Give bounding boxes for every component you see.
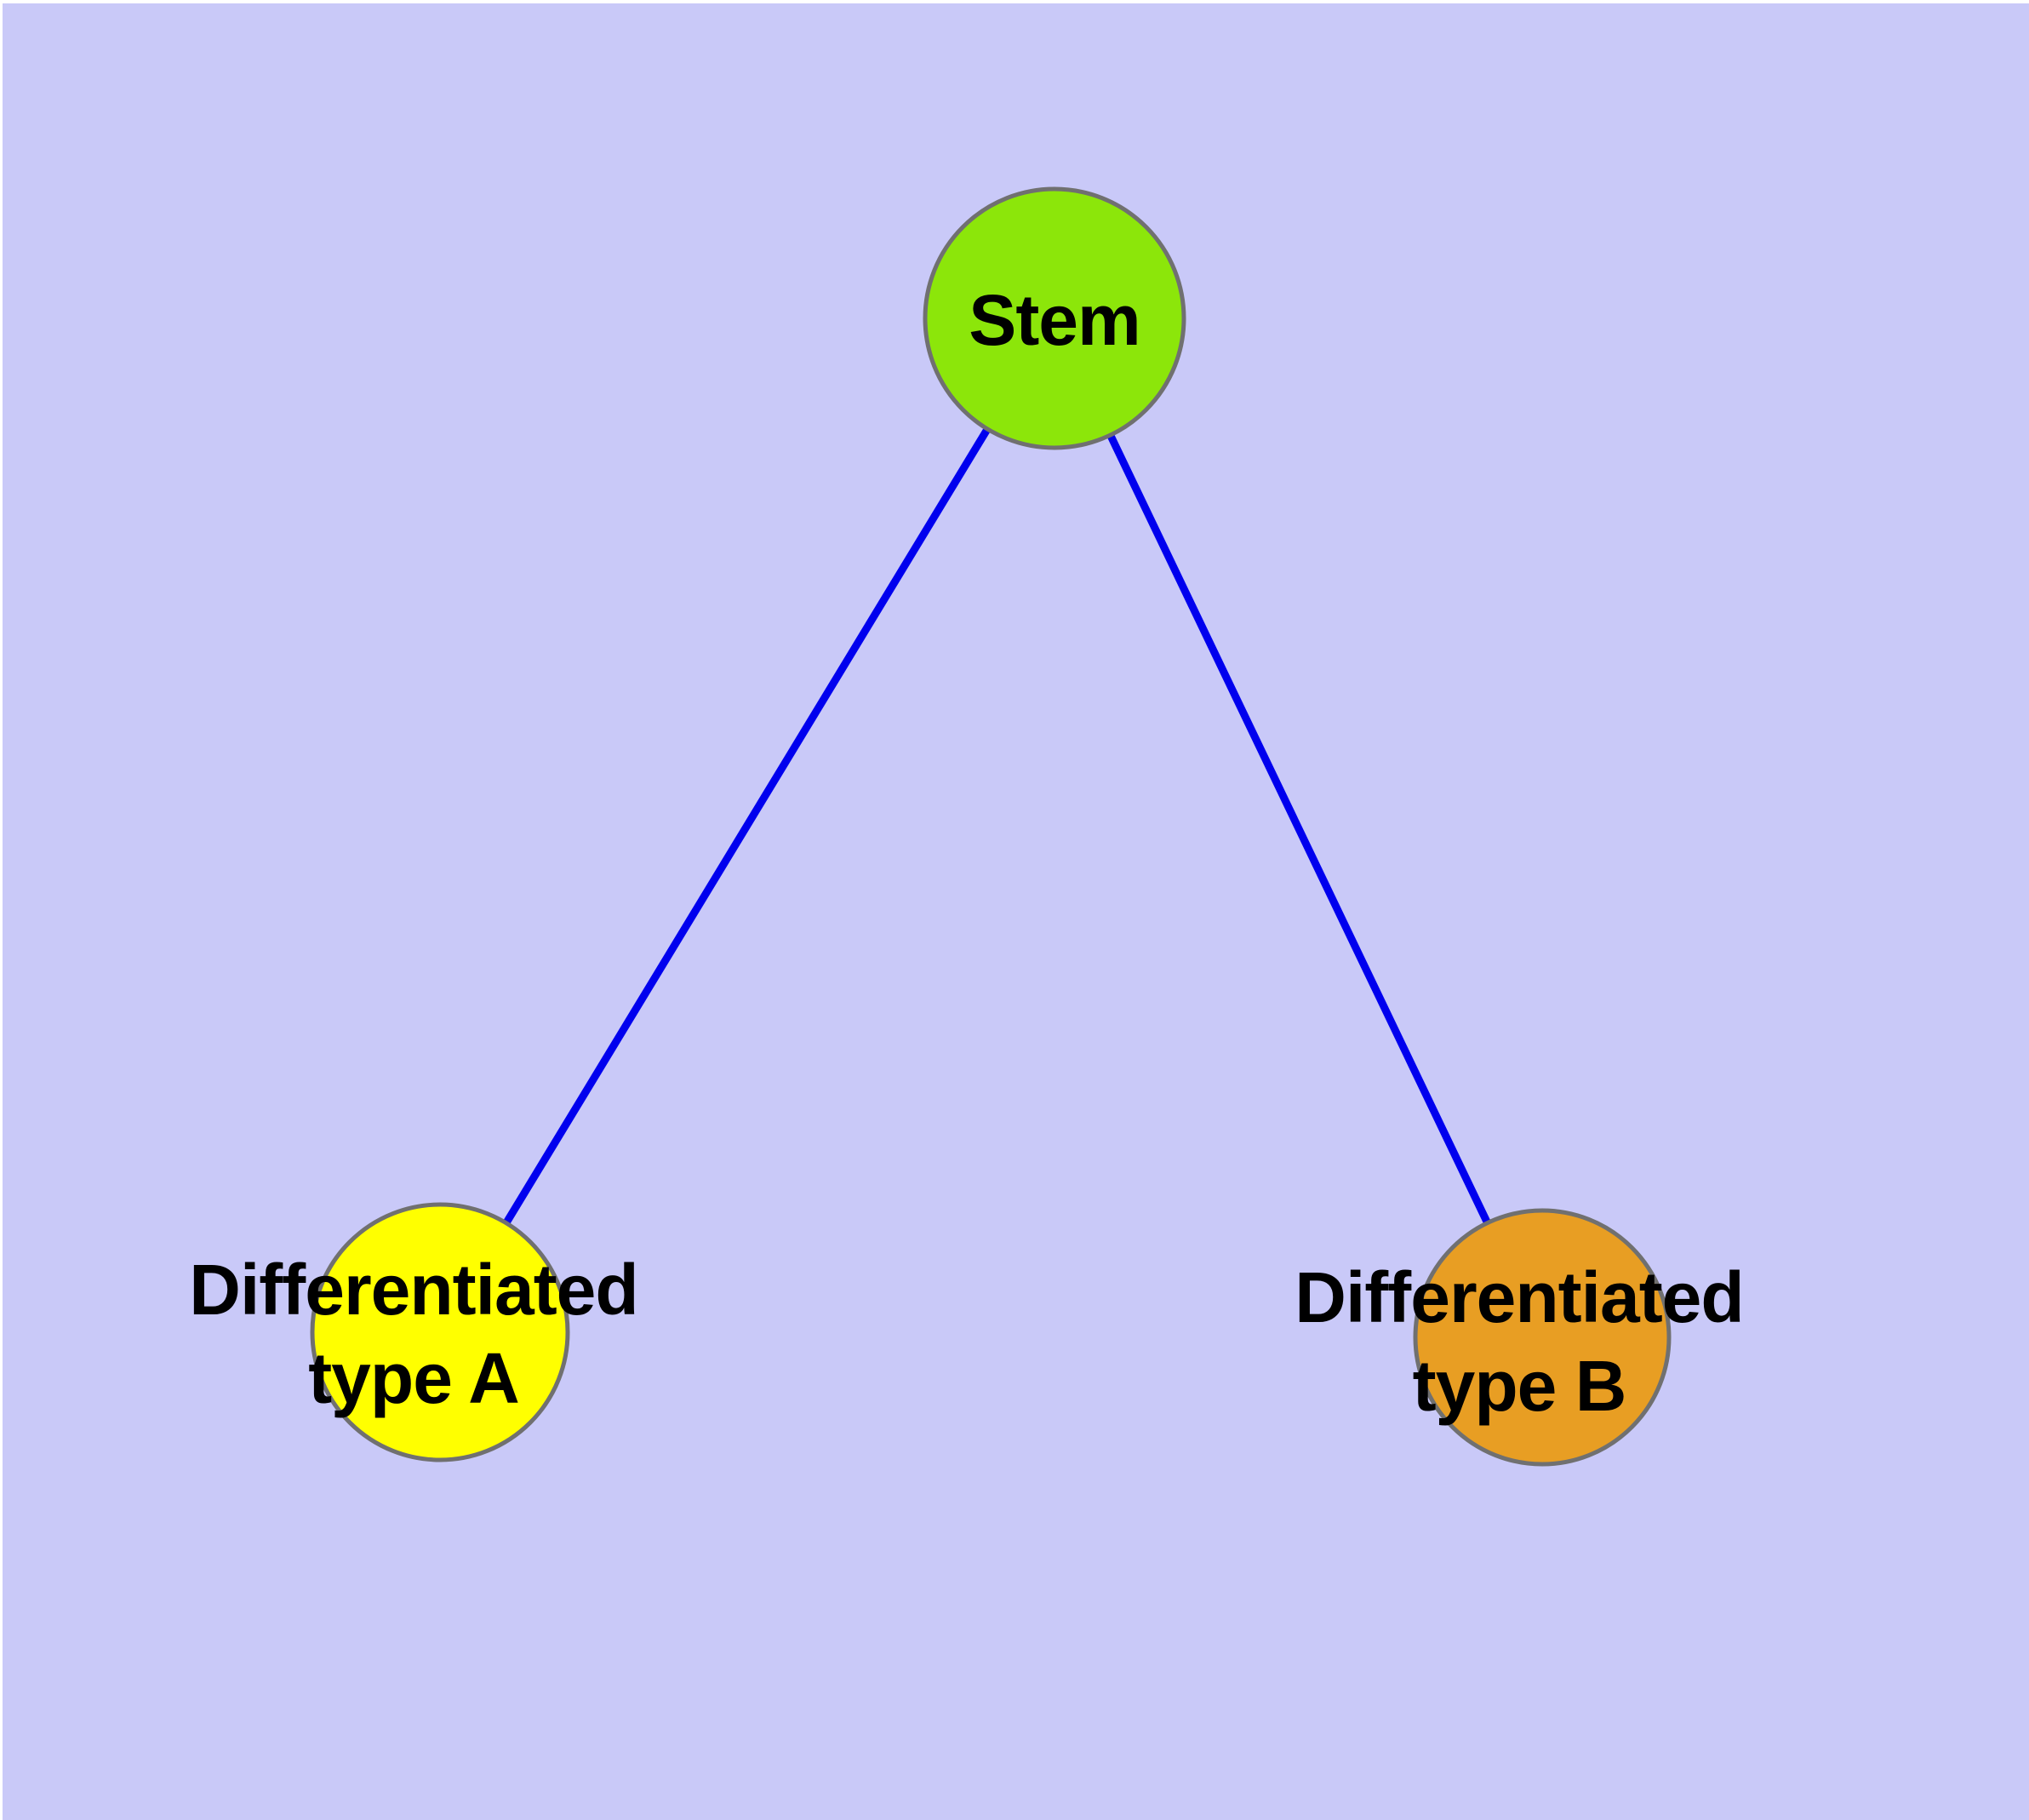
edge-stem-to-type-a [437, 316, 1058, 1335]
node-type-a-circle [310, 1202, 570, 1462]
node-stem-circle [923, 186, 1186, 450]
node-type-a-label-line1: Differentiated [189, 1250, 638, 1330]
node-type-b-label: Differentiated type B [1295, 1253, 1744, 1430]
node-type-b-circle [1413, 1208, 1672, 1467]
canvas-left-margin [0, 0, 3, 1820]
node-type-b-label-line1: Differentiated [1295, 1257, 1744, 1337]
node-type-a-label: Differentiated type A [189, 1245, 638, 1422]
edge-stem-to-type-b [1050, 317, 1546, 1339]
node-type-a-label-line2: type A [308, 1338, 520, 1418]
node-type-b-label-line2: type B [1412, 1346, 1627, 1426]
node-stem-label: Stem [969, 280, 1140, 360]
canvas-top-margin [0, 0, 2029, 3]
